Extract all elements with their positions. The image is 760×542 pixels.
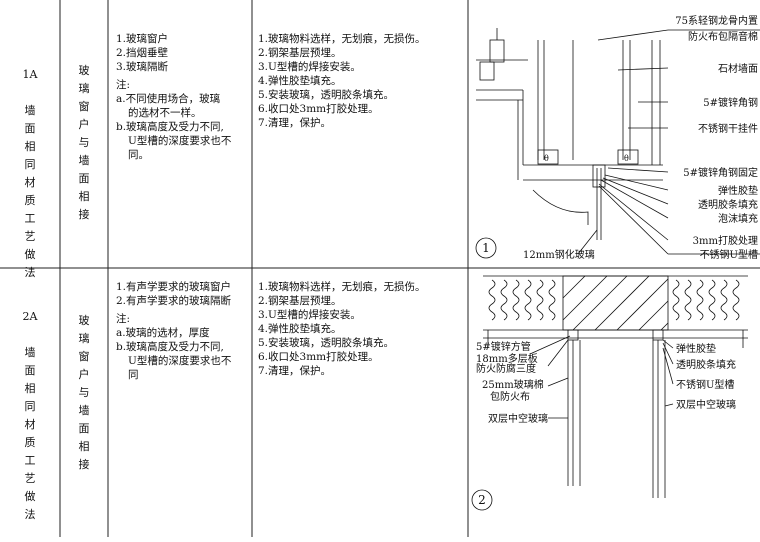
process-step: 1.玻璃物料选样，无划痕，无损伤。: [258, 281, 426, 293]
callout-label: 25mm玻璃棉: [482, 378, 544, 391]
callout-label: 包防火布: [490, 390, 530, 403]
process-step: 3.U型槽的焊接安装。: [258, 61, 361, 73]
process-step: 1.玻璃物料选样，无划痕，无损伤。: [258, 33, 426, 45]
row2-process: 1.玻璃物料选样，无划痕，无损伤。 2.钢架基层预埋。 3.U型槽的焊接安装。 …: [258, 280, 466, 378]
callout-label: 不锈钢干挂件: [698, 122, 758, 135]
process-step: 4.弹性胶垫填充。: [258, 75, 342, 87]
process-step: 3.U型槽的焊接安装。: [258, 309, 361, 321]
process-step: 2.钢架基层预埋。: [258, 47, 342, 59]
row1-title: 玻 璃 窗 户 与 墙 面 相 接: [78, 64, 90, 221]
callout-label: 不锈钢U型槽: [700, 248, 758, 261]
detail-number-2: 2: [478, 493, 486, 507]
note-item: 同: [128, 369, 139, 381]
note-label: 注:: [116, 313, 131, 325]
process-step: 6.收口处3mm打胶处理。: [258, 351, 379, 363]
scope-item: 3.玻璃隔断: [116, 61, 169, 73]
note-item: a.玻璃的选材，厚度: [116, 327, 210, 339]
callout-label: 透明胶条填充: [676, 358, 736, 371]
row2-category: 墙 面 相 同 材 质 工 艺 做 法: [24, 346, 36, 521]
scope-item: 1.有声学要求的玻璃窗户: [116, 281, 232, 293]
row1-process: 1.玻璃物料选样，无划痕，无损伤。 2.钢架基层预埋。 3.U型槽的焊接安装。 …: [258, 32, 466, 130]
detail-drawing-2: 5#镀锌方管 18mm多层板 防火防腐三度 25mm玻璃棉 包防火布 双层中空玻…: [471, 275, 748, 511]
svg-text:θ: θ: [544, 154, 549, 163]
row1-id-category: 1A 墙 面 相 同 材 质 工 艺 做 法: [0, 48, 60, 300]
callout-label: 石材墙面: [718, 62, 758, 75]
row2-scope-notes: 1.有声学要求的玻璃窗户 2.有声学要求的玻璃隔断 注: a.玻璃的选材，厚度 …: [116, 280, 250, 382]
note-item: b.玻璃高度及受力不同,: [116, 341, 224, 353]
callout-label: 双层中空玻璃: [488, 412, 548, 425]
callout-label: 弹性胶垫: [718, 184, 758, 197]
scope-item: 2.挡烟垂壁: [116, 47, 169, 59]
row1-scope-notes: 1.玻璃窗户 2.挡烟垂壁 3.玻璃隔断 注: a.不同使用场合，玻璃 的选材不…: [116, 32, 250, 162]
callout-label: 防火布包隔音棉: [688, 30, 758, 43]
callout-label: 5#镀锌方管: [476, 340, 531, 353]
process-step: 7.清理，保护。: [258, 117, 332, 129]
row1-id: 1A: [22, 68, 38, 81]
callout-label: 3mm打胶处理: [693, 234, 758, 247]
note-item: a.不同使用场合，玻璃: [116, 93, 221, 105]
callout-label: 双层中空玻璃: [676, 398, 736, 411]
process-step: 5.安装玻璃，透明胶条填充。: [258, 337, 395, 349]
callout-label: 75系轻钢龙骨内置: [675, 14, 758, 27]
note-item: b.玻璃高度及受力不同,: [116, 121, 224, 133]
row1-category: 墙 面 相 同 材 质 工 艺 做 法: [24, 104, 36, 279]
note-item: 同。: [128, 149, 149, 161]
process-step: 6.收口处3mm打胶处理。: [258, 103, 379, 115]
row2-title: 玻 璃 窗 户 与 墙 面 相 接: [78, 314, 90, 471]
process-step: 4.弹性胶垫填充。: [258, 323, 342, 335]
callout-label: 18mm多层板: [476, 352, 538, 365]
callout-label: 透明胶条填充: [698, 198, 758, 211]
detail-drawing-1: θ θ 75系轻钢龙骨内置 防火布包隔音棉 石材墙面 5#镀锌角钢 不锈钢干挂件…: [475, 14, 760, 261]
callout-label: 泡沫填充: [718, 212, 758, 225]
scope-item: 2.有声学要求的玻璃隔断: [116, 295, 232, 307]
callout-label: 防火防腐三度: [476, 362, 536, 375]
callout-label: 5#镀锌角钢: [703, 96, 758, 109]
process-step: 7.清理，保护。: [258, 365, 332, 377]
callout-label: 12mm钢化玻璃: [523, 248, 595, 261]
row2-id: 2A: [22, 310, 38, 323]
row2-id-category: 2A 墙 面 相 同 材 质 工 艺 做 法: [0, 290, 60, 542]
note-item: U型槽的深度要求也不: [128, 135, 232, 147]
note-label: 注:: [116, 79, 131, 91]
scope-item: 1.玻璃窗户: [116, 33, 169, 45]
callout-label: 5#镀锌角钢固定: [683, 166, 758, 179]
callout-label: 不锈钢U型槽: [676, 378, 734, 391]
note-item: U型槽的深度要求也不: [128, 355, 232, 367]
callout-label: 弹性胶垫: [676, 342, 716, 355]
process-step: 2.钢架基层预埋。: [258, 295, 342, 307]
process-step: 5.安装玻璃，透明胶条填充。: [258, 89, 395, 101]
note-item: 的选材不一样。: [128, 107, 202, 119]
svg-text:θ: θ: [624, 154, 629, 163]
detail-number-1: 1: [482, 241, 490, 255]
